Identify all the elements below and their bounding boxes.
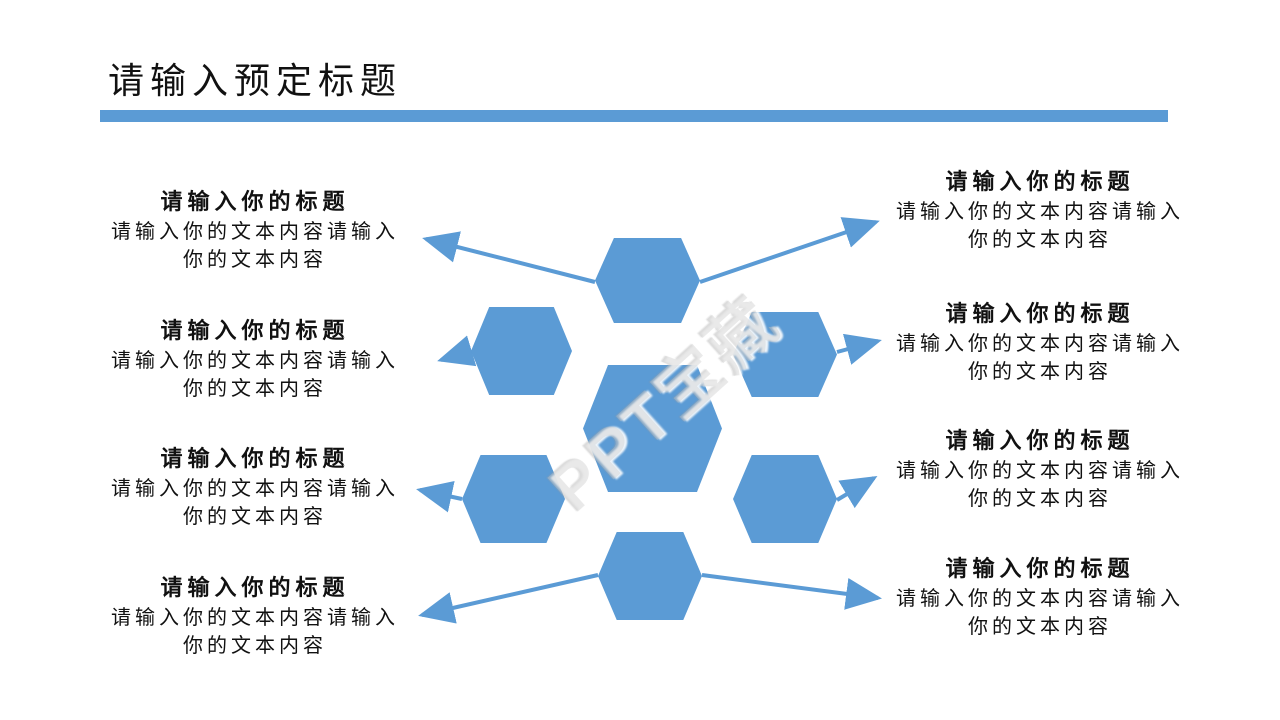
block-title: 请输入你的标题 — [160, 575, 350, 600]
text-block-right-4: 请输入你的标题 请输入你的文本内容请输入你的文本内容 — [885, 555, 1195, 641]
text-block-right-1: 请输入你的标题 请输入你的文本内容请输入你的文本内容 — [885, 168, 1195, 254]
hexagon-left-upper — [471, 307, 572, 395]
block-title: 请输入你的标题 — [945, 301, 1135, 326]
block-title: 请输入你的标题 — [160, 318, 350, 343]
text-block-left-1: 请输入你的标题 请输入你的文本内容请输入你的文本内容 — [100, 188, 410, 274]
block-body: 请输入你的文本内容请输入你的文本内容 — [111, 221, 399, 271]
block-body: 请输入你的文本内容请输入你的文本内容 — [111, 478, 399, 528]
block-body: 请输入你的文本内容请输入你的文本内容 — [896, 333, 1184, 383]
hexagon-bottom — [598, 532, 702, 620]
accent-bar — [100, 110, 1168, 122]
text-block-left-3: 请输入你的标题 请输入你的文本内容请输入你的文本内容 — [100, 445, 410, 531]
block-title: 请输入你的标题 — [160, 189, 350, 214]
arrow-mid-lower-left — [416, 481, 463, 513]
text-block-right-2: 请输入你的标题 请输入你的文本内容请输入你的文本内容 — [885, 300, 1195, 386]
block-body: 请输入你的文本内容请输入你的文本内容 — [111, 607, 399, 657]
hexagon-center — [583, 365, 722, 492]
block-body: 请输入你的文本内容请输入你的文本内容 — [896, 201, 1184, 251]
arrow-mid-upper-right — [836, 333, 882, 365]
text-block-left-4: 请输入你的标题 请输入你的文本内容请输入你的文本内容 — [100, 574, 410, 660]
arrow-bottom-right — [701, 573, 882, 610]
arrow-bottom-left — [418, 573, 599, 624]
block-title: 请输入你的标题 — [945, 169, 1135, 194]
block-body: 请输入你的文本内容请输入你的文本内容 — [896, 588, 1184, 638]
arrow-top-right — [699, 217, 880, 284]
arrow-top-left — [422, 231, 596, 284]
slide-title: 请输入预定标题 — [108, 60, 403, 101]
block-body: 请输入你的文本内容请输入你的文本内容 — [111, 350, 399, 400]
hexagon-left-lower — [462, 455, 565, 543]
text-block-right-3: 请输入你的标题 请输入你的文本内容请输入你的文本内容 — [885, 427, 1195, 513]
block-title: 请输入你的标题 — [160, 446, 350, 471]
hexagon-right-lower — [733, 455, 837, 543]
arrow-mid-lower-right — [835, 475, 878, 509]
text-block-left-2: 请输入你的标题 请输入你的文本内容请输入你的文本内容 — [100, 317, 410, 403]
block-body: 请输入你的文本内容请输入你的文本内容 — [896, 460, 1184, 510]
hexagon-right-upper — [733, 312, 837, 397]
block-title: 请输入你的标题 — [945, 556, 1135, 581]
arrow-mid-upper-left — [437, 335, 477, 367]
block-title: 请输入你的标题 — [945, 428, 1135, 453]
hexagon-top — [595, 238, 700, 323]
